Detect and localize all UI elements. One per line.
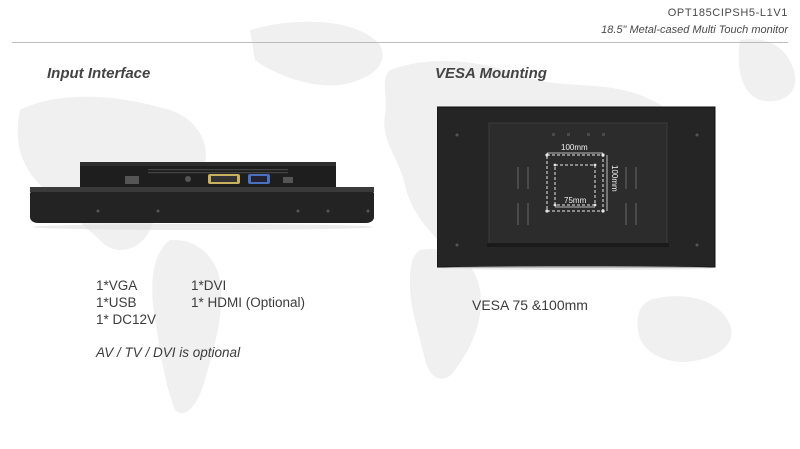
vesa-dim-75: 75mm — [564, 196, 587, 205]
model-number: OPT185CIPSH5-L1V1 — [667, 7, 788, 19]
vesa-mounting-title: VESA Mounting — [435, 65, 547, 82]
port-usb: 1*USB — [96, 295, 137, 310]
port-dc12v: 1* DC12V — [96, 312, 157, 327]
input-interface-title: Input Interface — [47, 65, 151, 82]
vesa-caption: VESA 75 &100mm — [472, 297, 588, 313]
monitor-side-view-image — [30, 162, 374, 230]
vesa-dim-100-vertical: 100mm — [610, 165, 619, 192]
vesa-dim-100-horizontal: 100mm — [561, 143, 588, 152]
port-vga: 1*VGA — [96, 278, 138, 293]
product-description: 18.5" Metal-cased Multi Touch monitor — [601, 24, 788, 36]
port-dvi: 1*DVI — [191, 278, 227, 293]
monitor-rear-view-image: 100mm 75mm 100mm — [437, 106, 716, 270]
optional-note: AV / TV / DVI is optional — [96, 345, 241, 360]
header-divider — [12, 42, 788, 43]
port-hdmi: 1* HDMI (Optional) — [191, 295, 306, 310]
